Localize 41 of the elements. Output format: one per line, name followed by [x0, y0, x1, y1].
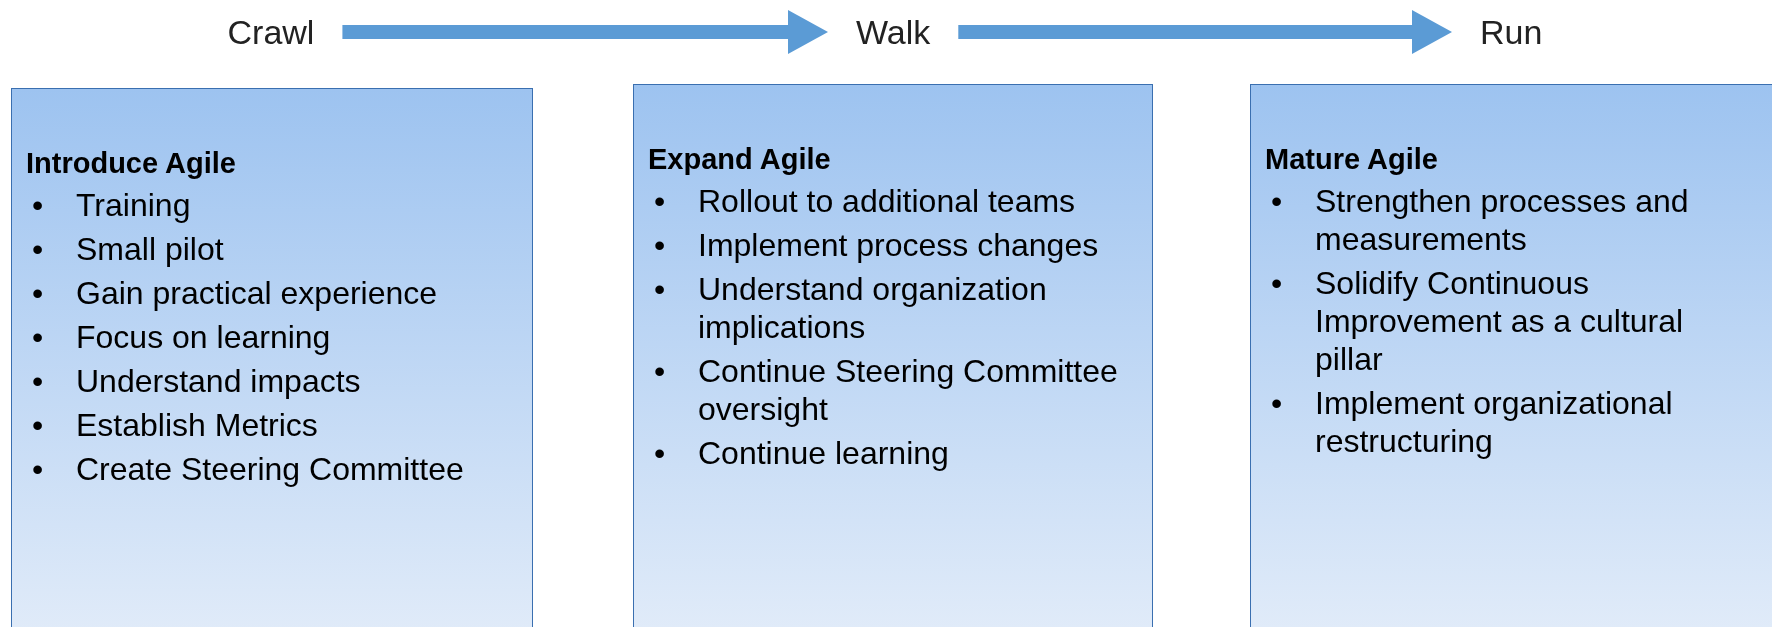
bullet-mark: • — [32, 186, 44, 224]
phase-panel — [633, 84, 1153, 627]
bullet-text: Strengthen processes and measurements — [1315, 183, 1689, 257]
phase-panel — [1250, 84, 1772, 627]
arrow — [958, 10, 1452, 54]
bullet-mark: • — [654, 434, 666, 472]
panel-heading: Expand Agile — [648, 143, 832, 176]
panel-heading: Mature Agile — [1265, 143, 1439, 176]
stage-label: Run — [1480, 12, 1543, 52]
bullet-mark: • — [32, 318, 44, 356]
bullet-mark: • — [1271, 182, 1283, 220]
bullet-mark: • — [32, 450, 44, 488]
bullet-text: Continue learning — [698, 435, 949, 471]
panel-heading: Introduce Agile — [26, 147, 237, 180]
bullet-text: Rollout to additional teams — [698, 183, 1076, 219]
stage-label: Walk — [856, 12, 931, 52]
bullet-mark: • — [1271, 384, 1283, 422]
bullet-mark: • — [32, 274, 44, 312]
bullet-text: Solidify Continuous Improvement as a cultural pillar — [1315, 265, 1684, 377]
bullet-mark: • — [32, 406, 44, 444]
bullet-text: Implement organizational restructuring — [1315, 385, 1673, 459]
bullet-text: Continue Steering Committee oversight — [698, 353, 1118, 427]
bullet-text: Small pilot — [76, 231, 224, 267]
bullet-mark: • — [32, 230, 44, 268]
bullet-mark: • — [32, 362, 44, 400]
bullet-mark: • — [654, 352, 666, 390]
bullet-text: Understand organization implications — [698, 271, 1047, 345]
bullet-mark: • — [654, 270, 666, 308]
bullet-text: Training — [76, 187, 191, 223]
bullet-text: Establish Metrics — [76, 407, 318, 443]
bullet-mark: • — [1271, 264, 1283, 302]
bullet-text: Create Steering Committee — [76, 451, 464, 487]
bullet-text: Understand impacts — [76, 363, 361, 399]
phase-panel — [11, 88, 533, 627]
bullet-text: Gain practical experience — [76, 275, 438, 311]
bullet-text: Implement process changes — [698, 227, 1099, 263]
stage-label: Crawl — [227, 12, 315, 52]
bullet-mark: • — [654, 182, 666, 220]
arrow — [342, 10, 828, 54]
bullet-text: Focus on learning — [76, 319, 331, 355]
bullet-mark: • — [654, 226, 666, 264]
